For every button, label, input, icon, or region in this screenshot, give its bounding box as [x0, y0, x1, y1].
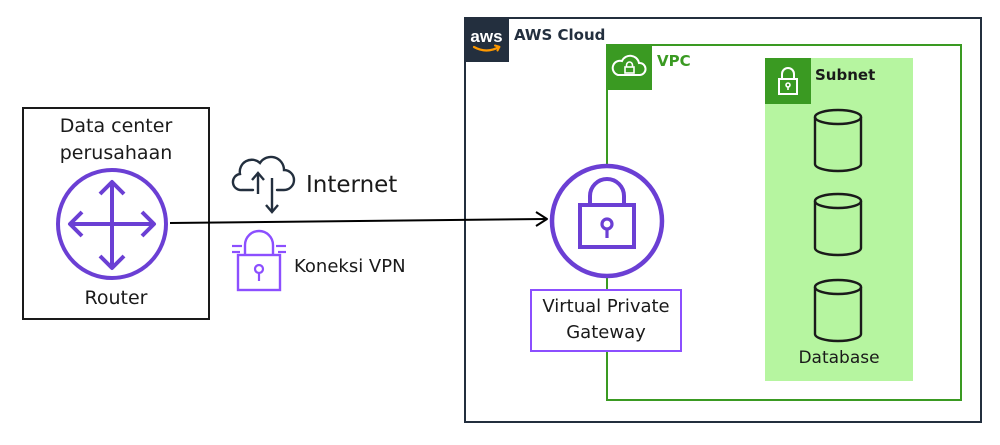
datacenter-box [22, 107, 210, 320]
vpg-label-box [530, 289, 682, 352]
router-label: Router [84, 287, 148, 309]
router-icon [56, 168, 168, 280]
datacenter-title-line1: Data center [59, 115, 173, 137]
vpg-label: Virtual Private Gateway [530, 294, 682, 346]
aws-logo-icon: aws [470, 27, 503, 52]
gateway-lock-icon [549, 163, 665, 279]
subnet-label: Subnet [815, 66, 876, 84]
cloud-upload-download-icon [231, 155, 296, 214]
aws-logo-text: aws [470, 27, 502, 46]
datacenter-title-line2: perusahaan [59, 142, 173, 164]
aws-cloud-label: AWS Cloud [514, 26, 606, 44]
subnet-area [765, 58, 913, 381]
vpg-label-line2: Gateway [566, 322, 646, 343]
vpc-cloud-lock-icon [611, 54, 647, 76]
vpn-lock-icon [232, 229, 286, 292]
vpn-connection-label: Koneksi VPN [294, 256, 406, 277]
subnet-logo [765, 58, 811, 104]
vpn-connection-line [169, 218, 546, 224]
internet-label: Internet [306, 172, 398, 198]
connection-arrowhead [535, 211, 548, 227]
vpc-label: VPC [657, 52, 691, 70]
database-cylinder-icon [813, 192, 863, 257]
vpc-logo [606, 44, 652, 90]
database-label: Database [798, 348, 880, 368]
vpg-label-line1: Virtual Private [542, 296, 670, 317]
subnet-lock-icon [778, 67, 798, 95]
aws-logo: aws [464, 17, 509, 62]
database-cylinder-icon [813, 108, 863, 173]
datacenter-title: Data center perusahaan [22, 113, 210, 167]
database-cylinder-icon [813, 278, 863, 343]
